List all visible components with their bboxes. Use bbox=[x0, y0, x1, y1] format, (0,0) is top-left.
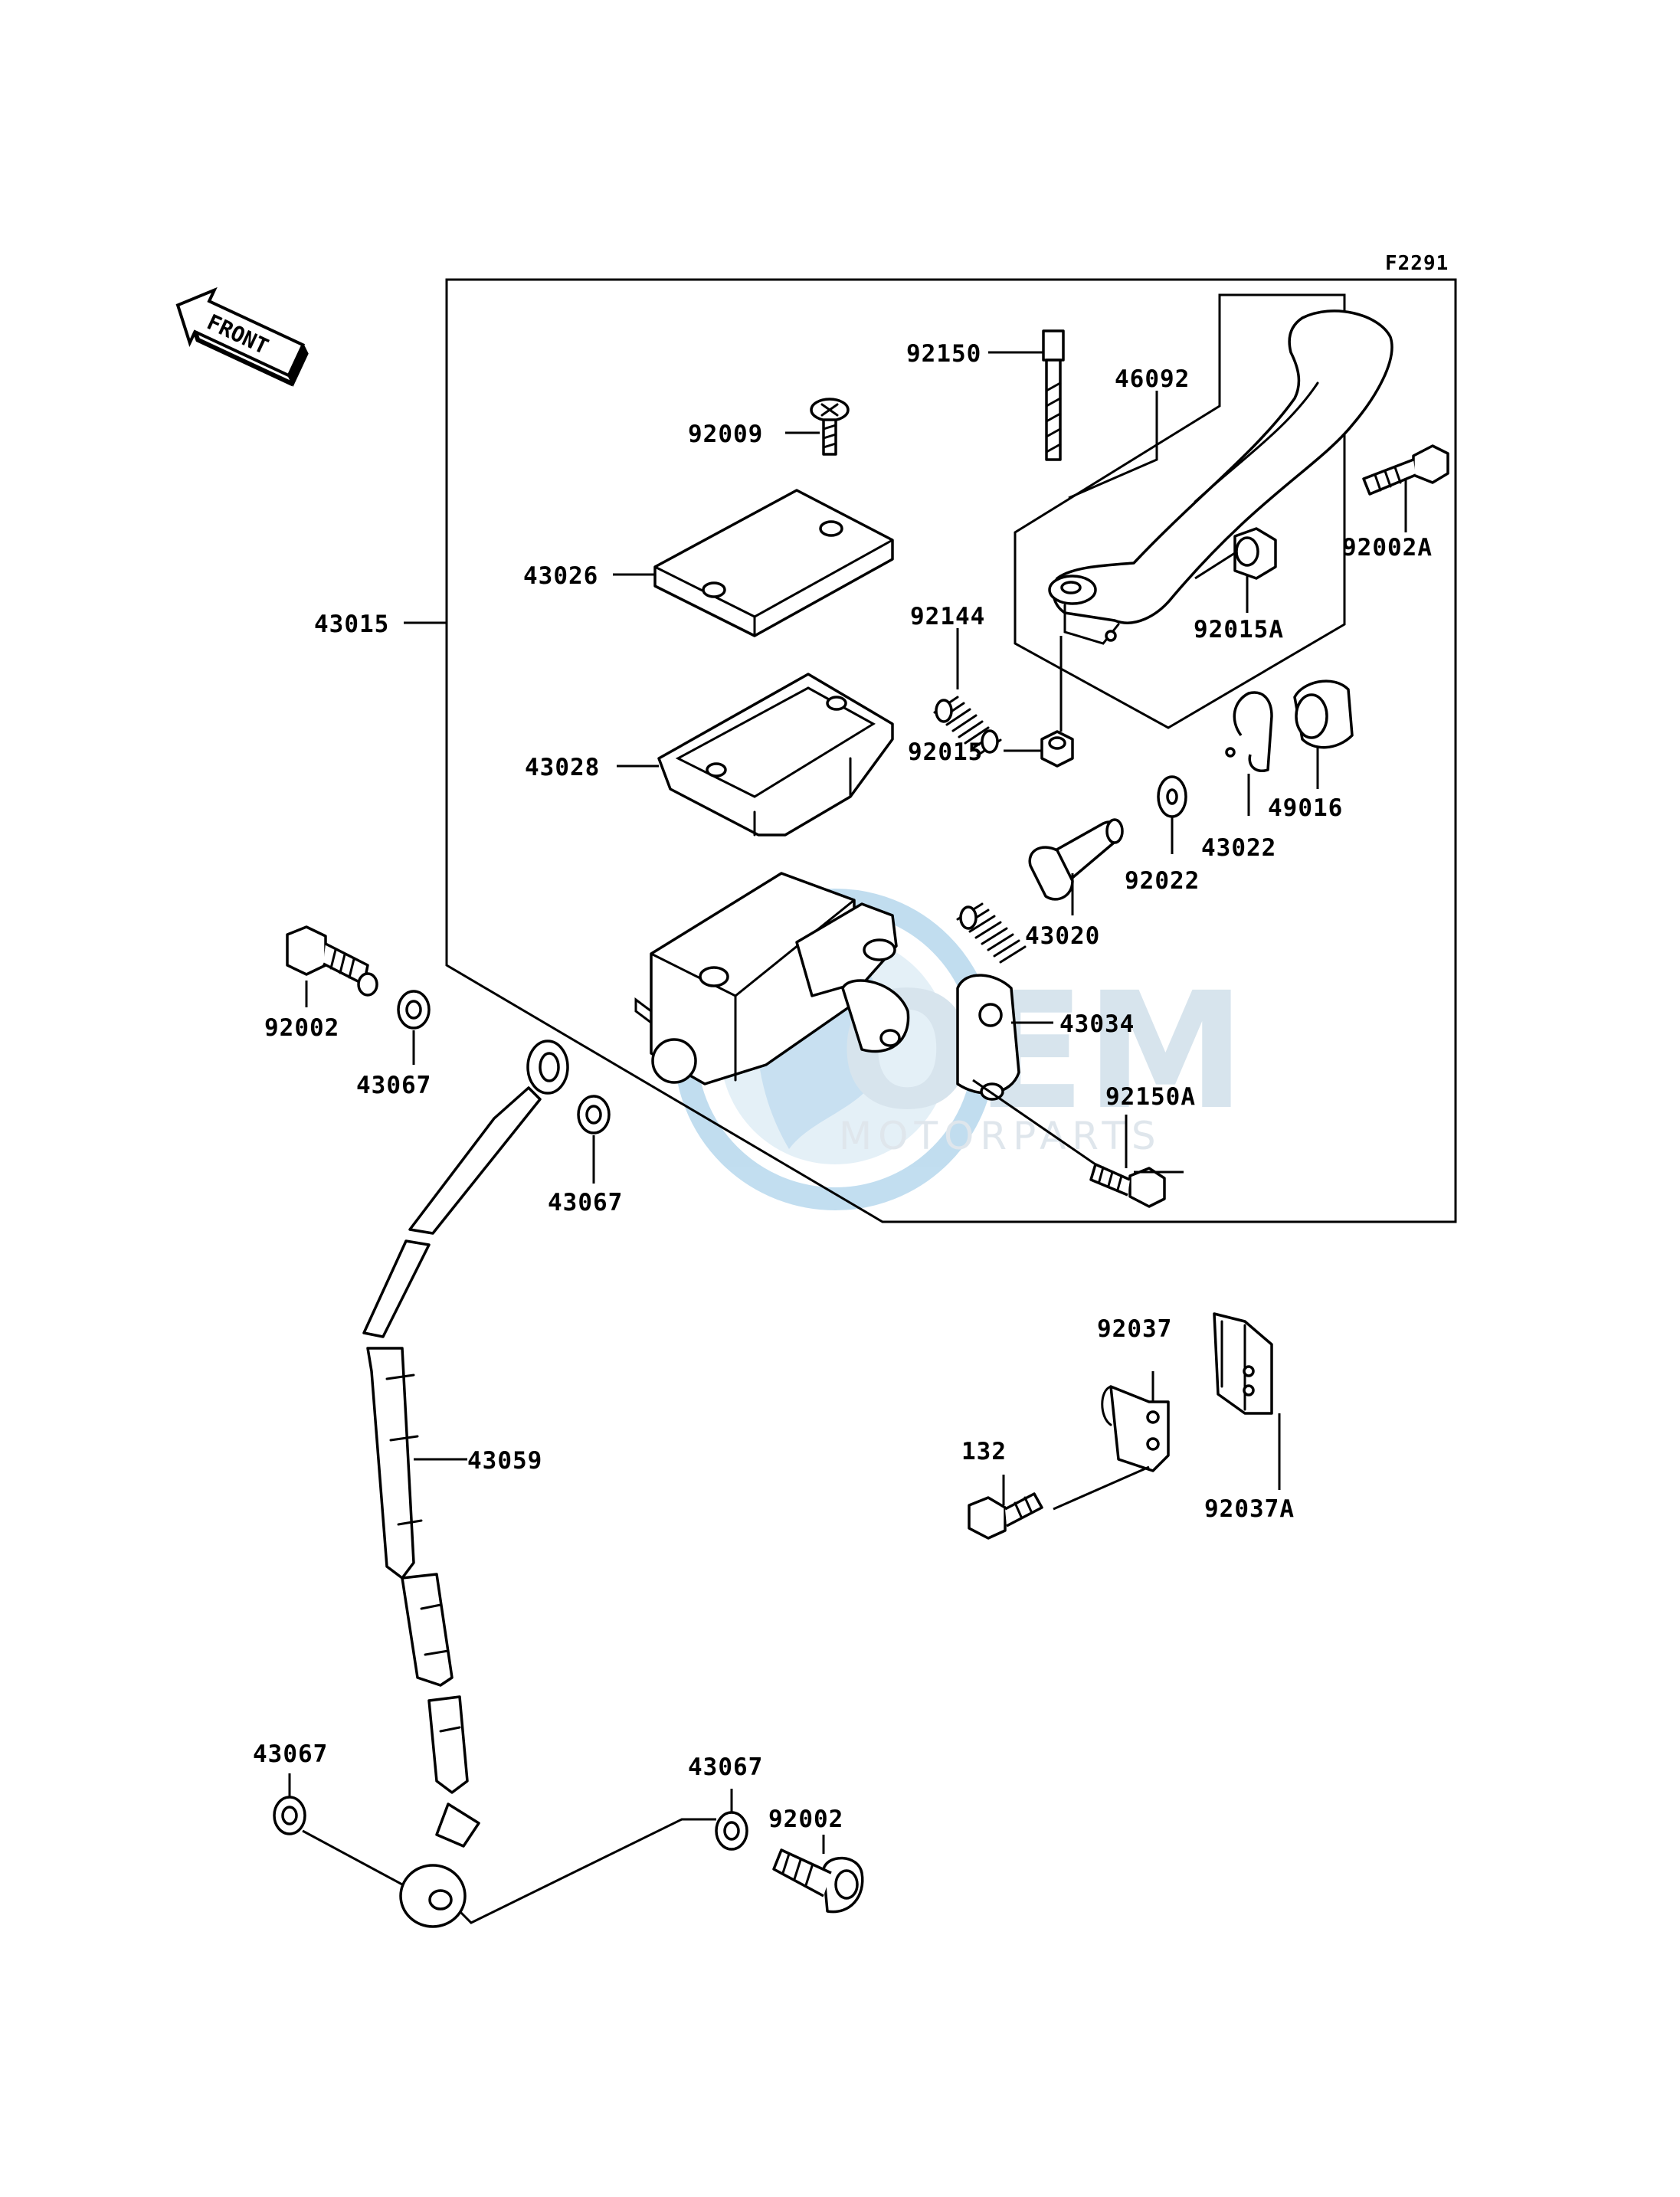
callout-label: 92037 bbox=[1097, 1315, 1172, 1343]
master-cylinder-body bbox=[634, 872, 910, 1085]
clamp-92037A bbox=[1213, 1312, 1273, 1415]
watermark-sub: MOTORPARTS bbox=[839, 1114, 1162, 1158]
bolt-92150 bbox=[1042, 329, 1065, 461]
washer-43067-c bbox=[273, 1796, 306, 1835]
screw-92009 bbox=[810, 398, 850, 456]
figure-code: F2291 bbox=[1385, 252, 1449, 275]
callout-labels: 92150 46092 92009 92002A 43026 43015 921… bbox=[253, 340, 1433, 1833]
callout-label: 43022 bbox=[1201, 834, 1276, 862]
callout-label: 43067 bbox=[548, 1189, 623, 1216]
lever-46092 bbox=[1048, 309, 1393, 645]
clamp-92037 bbox=[1101, 1385, 1170, 1472]
callout-label: 92009 bbox=[688, 421, 763, 448]
callout-label: 92015A bbox=[1194, 616, 1284, 643]
callout-label: 92002 bbox=[264, 1014, 339, 1042]
callout-label: 43020 bbox=[1025, 922, 1100, 950]
diaphragm-43028 bbox=[657, 673, 894, 837]
watermark-brand: OEM bbox=[839, 958, 1246, 1145]
front-arrow-icon: FRONT bbox=[175, 286, 309, 388]
callout-label: 92022 bbox=[1125, 867, 1200, 895]
banjo-bolt-92002-bottom bbox=[772, 1848, 864, 1914]
callout-label: 43067 bbox=[688, 1753, 763, 1781]
callout-label: 92150A bbox=[1105, 1083, 1196, 1111]
callout-label: 92002A bbox=[1342, 534, 1433, 562]
callout-label: 92150 bbox=[906, 340, 981, 368]
brake-hose-43059 bbox=[362, 1040, 569, 1928]
bolt-92150A bbox=[1089, 1163, 1166, 1208]
callout-label: 43067 bbox=[356, 1072, 431, 1099]
nut-92015A bbox=[1233, 527, 1277, 580]
callout-label: 92015 bbox=[908, 738, 983, 766]
washer-43067-d bbox=[715, 1811, 748, 1851]
callout-label: 43059 bbox=[467, 1447, 542, 1475]
nut-92015 bbox=[1040, 730, 1074, 768]
callout-label: 92144 bbox=[910, 603, 985, 630]
callout-label: 92037A bbox=[1204, 1495, 1295, 1523]
circlip-43022 bbox=[1225, 691, 1273, 772]
callout-label: 43015 bbox=[314, 611, 389, 638]
callout-label: 46092 bbox=[1115, 365, 1190, 393]
piston-43020 bbox=[956, 818, 1124, 964]
callout-label: 43034 bbox=[1059, 1010, 1135, 1038]
boot-49016 bbox=[1293, 679, 1354, 749]
clamp-43034 bbox=[956, 974, 1020, 1101]
washer-43067-b bbox=[577, 1095, 611, 1135]
callout-label: 92002 bbox=[768, 1806, 843, 1833]
banjo-bolt-92002-top bbox=[286, 925, 378, 997]
cover-43026 bbox=[653, 489, 894, 637]
leader-lines bbox=[288, 351, 1407, 1924]
callout-label: 132 bbox=[961, 1438, 1007, 1465]
callout-label: 43028 bbox=[525, 754, 600, 781]
callout-label: 43026 bbox=[523, 562, 598, 590]
spring-92144 bbox=[933, 696, 1002, 757]
bolt-92002A bbox=[1362, 444, 1449, 496]
callout-label: 49016 bbox=[1268, 794, 1343, 822]
bolt-132 bbox=[968, 1492, 1043, 1540]
callout-label: 43067 bbox=[253, 1740, 328, 1768]
washer-43067-a bbox=[397, 990, 431, 1030]
washer-92022 bbox=[1157, 775, 1187, 818]
assembly-boundary bbox=[445, 278, 1457, 1223]
